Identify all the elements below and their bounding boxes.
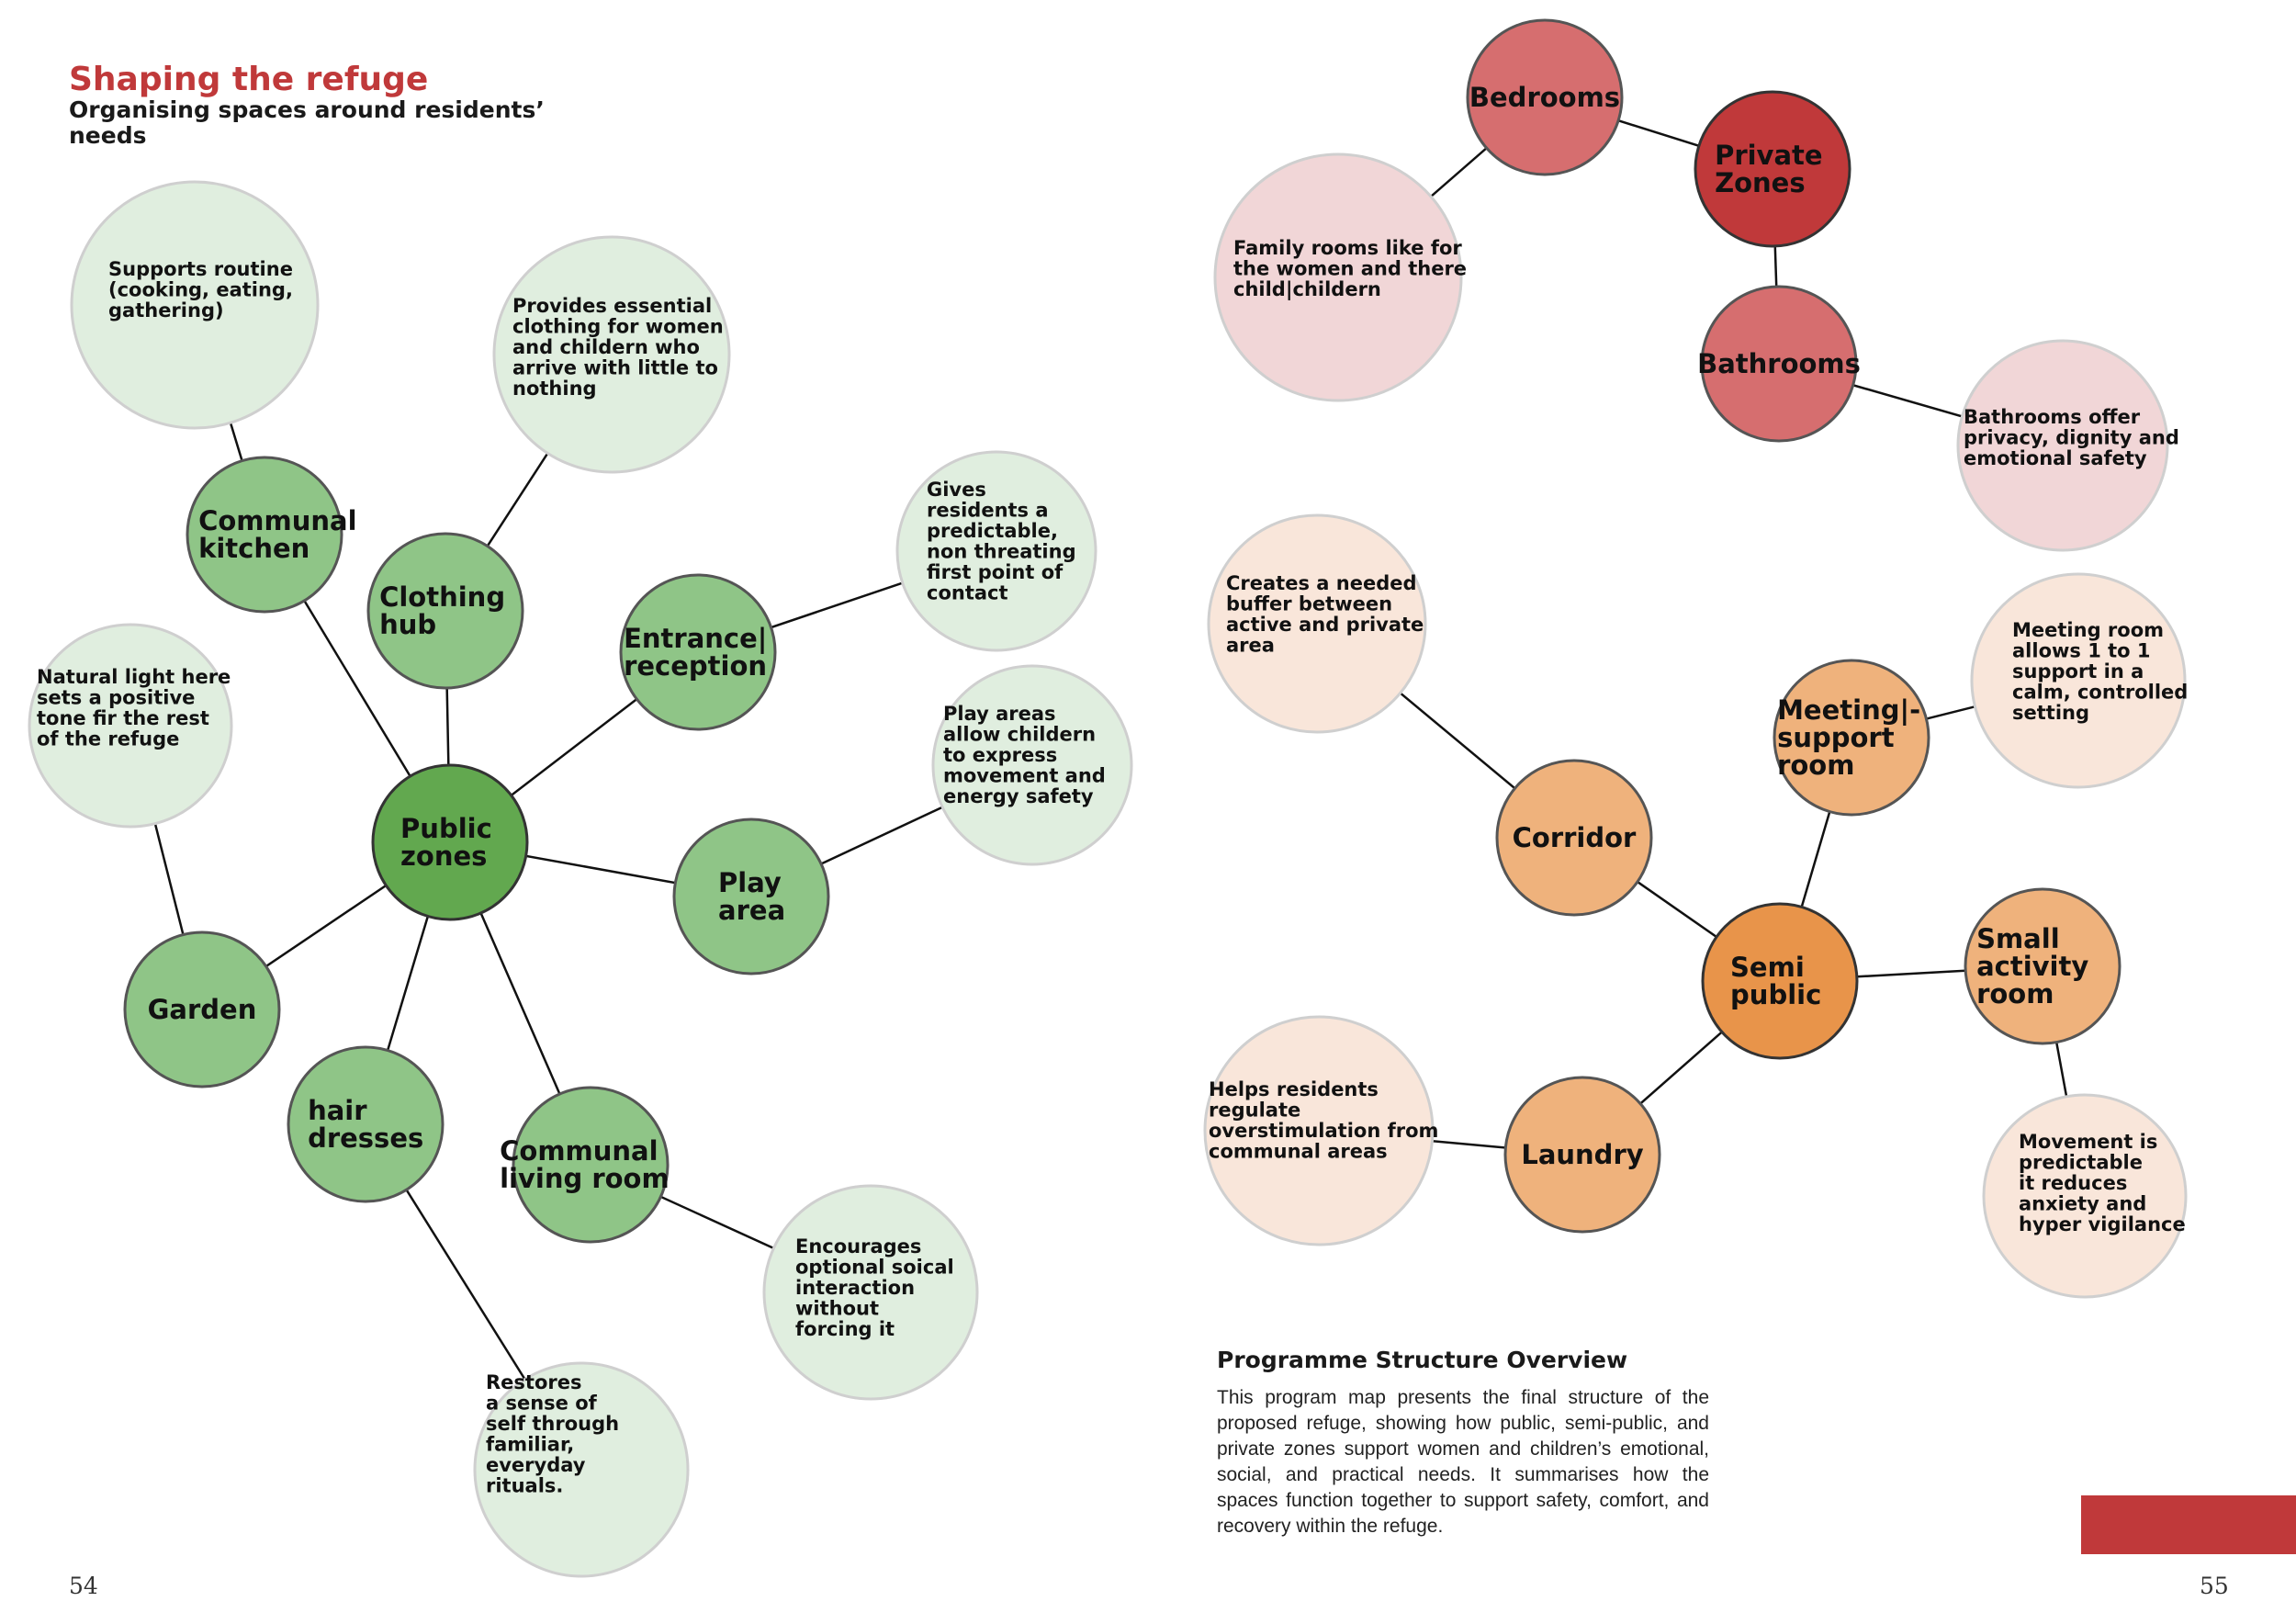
- note-text: Supports routine(cooking, eating,gatheri…: [108, 258, 293, 321]
- note-kitchen: Supports routine(cooking, eating,gatheri…: [70, 180, 320, 430]
- node-label: Garden: [148, 994, 257, 1025]
- note-circle: [1982, 1093, 2188, 1299]
- node-corridor: Corridor: [1495, 759, 1653, 917]
- node-circle: [1694, 90, 1851, 248]
- note-circle: [762, 1184, 979, 1401]
- page-subtitle: Organising spaces around residents’ need…: [69, 96, 545, 149]
- node-bathrooms: Bathrooms: [1697, 285, 1861, 443]
- note-circle: [1213, 152, 1463, 402]
- page-title: Shaping the refuge: [69, 61, 429, 98]
- note-circle: [1207, 513, 1427, 734]
- node-circle: [1773, 659, 1930, 817]
- page-number-right: 55: [2200, 1573, 2229, 1599]
- accent-bar: [2081, 1495, 2296, 1554]
- node-label: Entrance|reception: [624, 623, 767, 682]
- note-circle: [1203, 1015, 1435, 1246]
- note-circle: [473, 1361, 690, 1578]
- node-circle: [1701, 902, 1859, 1060]
- node-circle: [672, 818, 830, 976]
- node-circle: [1466, 18, 1624, 176]
- node-label: Laundry: [1521, 1139, 1643, 1170]
- note-circle: [70, 180, 320, 430]
- node-circle: [1700, 285, 1858, 443]
- note-circle: [492, 235, 731, 474]
- node-circle: [1964, 887, 2122, 1045]
- node-garden: Garden: [123, 930, 281, 1088]
- node-circle: [287, 1045, 445, 1203]
- note-circle: [931, 664, 1133, 866]
- node-circle: [512, 1086, 670, 1244]
- node-circle: [1495, 759, 1653, 917]
- node-label: Corridor: [1513, 822, 1637, 853]
- node-circle: [1503, 1076, 1661, 1234]
- note-circle: [28, 623, 233, 829]
- node-circle: [366, 532, 524, 690]
- node-label: Bathrooms: [1697, 348, 1861, 379]
- overview-title: Programme Structure Overview: [1217, 1347, 1628, 1373]
- node-bedrooms: Bedrooms: [1466, 18, 1624, 176]
- node-circle: [186, 456, 343, 614]
- note-circle: [895, 450, 1097, 652]
- node-circle: [619, 573, 777, 731]
- node-circle: [371, 763, 529, 921]
- note-circle: [1956, 339, 2169, 552]
- node-entrance: Entrance|reception: [619, 573, 777, 731]
- node-circle: [123, 930, 281, 1088]
- page-number-left: 54: [69, 1573, 98, 1599]
- node-label: Bedrooms: [1469, 82, 1620, 113]
- note-circle: [1970, 572, 2187, 789]
- overview-body: This program map presents the final stru…: [1217, 1387, 1709, 1537]
- node-laundry: Laundry: [1503, 1076, 1661, 1234]
